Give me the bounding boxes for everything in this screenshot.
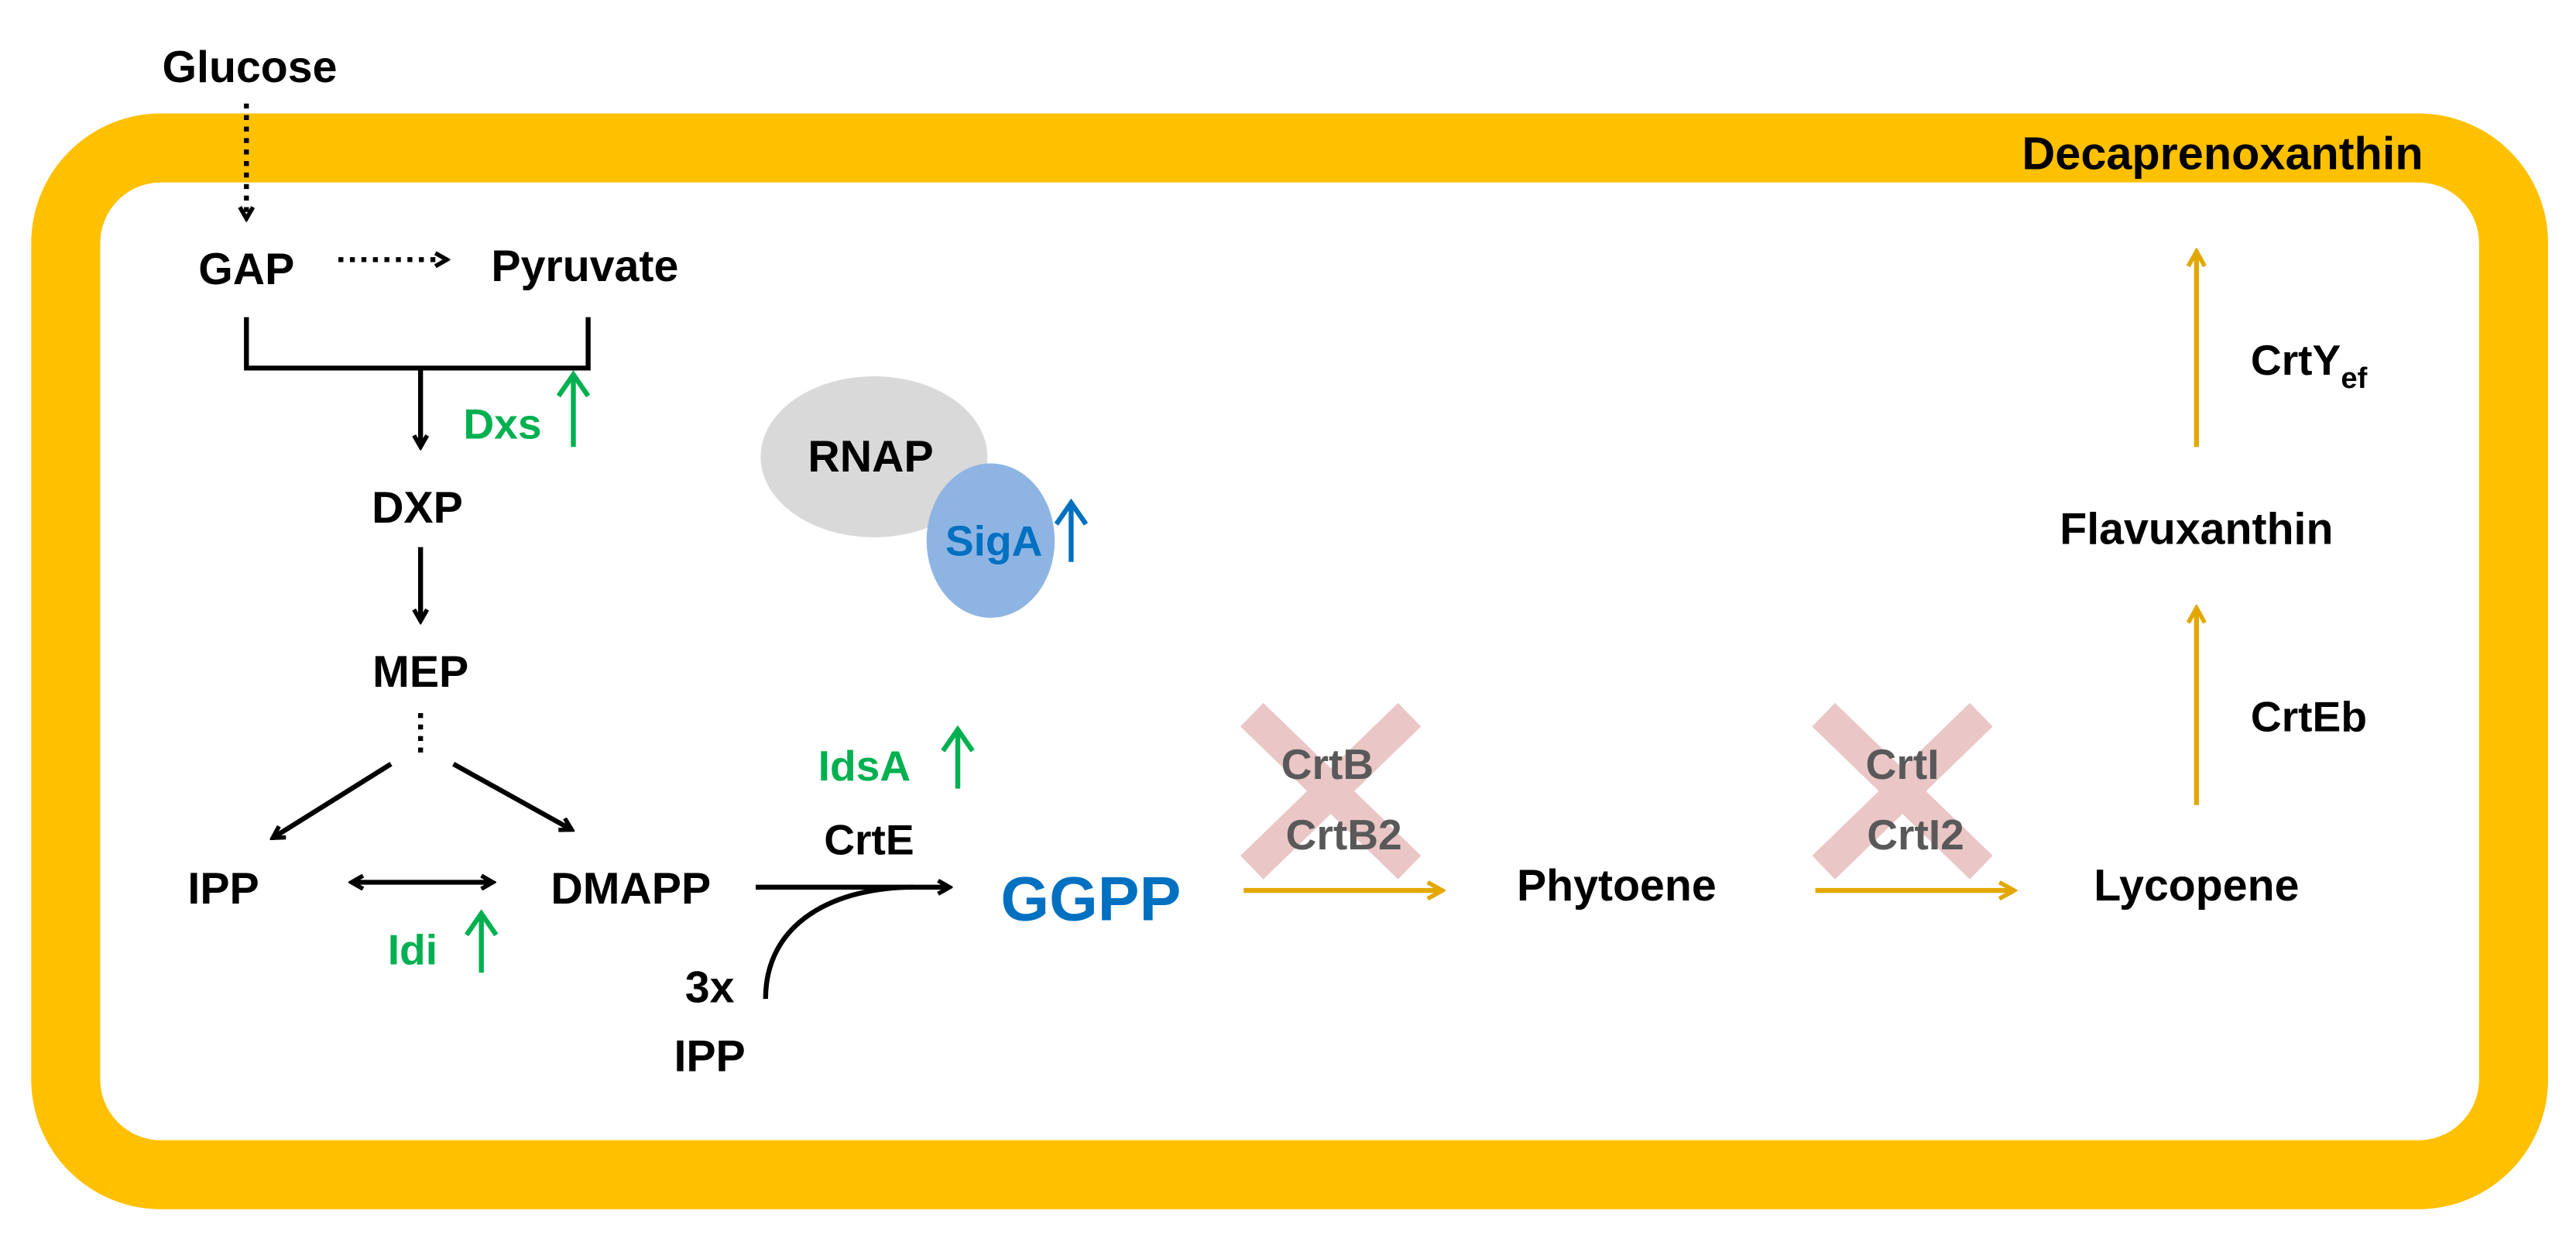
to-dmapp-arrow bbox=[452, 761, 572, 830]
crti-label: CrtI bbox=[1866, 740, 1940, 788]
gap-pyruvate-bracket bbox=[244, 317, 591, 371]
dmapp-label: DMAPP bbox=[551, 864, 711, 914]
siga-label: SigA bbox=[945, 516, 1043, 564]
pyruvate-label: Pyruvate bbox=[491, 242, 678, 291]
ipp-cosubstrate-label: IPP bbox=[674, 1032, 745, 1082]
idsa-up-arrowhead bbox=[941, 725, 975, 753]
cell-frame bbox=[31, 113, 2548, 1209]
crti2-label: CrtI2 bbox=[1867, 811, 1964, 859]
ipp-cosubstrate-curve bbox=[763, 884, 914, 1000]
crtb-deletion-cross bbox=[1240, 702, 1422, 880]
idsa-label: IdsA bbox=[818, 742, 911, 790]
crti-deletion-cross bbox=[1812, 702, 1993, 880]
siga-up-arrowhead bbox=[1054, 498, 1089, 526]
gap-label: GAP bbox=[198, 245, 294, 294]
dxs-up-arrowhead bbox=[556, 370, 591, 398]
phytoene-label: Phytoene bbox=[1517, 861, 1717, 911]
title-label: Decaprenoxanthin bbox=[2022, 128, 2423, 180]
dxs-label: Dxs bbox=[463, 400, 541, 448]
crte-label: CrtE bbox=[824, 815, 914, 863]
crty-label: CrtYef bbox=[2251, 336, 2368, 395]
ipp-count-label: 3x bbox=[685, 962, 735, 1012]
ggpp-label: GGPP bbox=[1000, 864, 1181, 934]
flavuxanthin-label: Flavuxanthin bbox=[2060, 504, 2333, 554]
crty-base-text: CrtY bbox=[2251, 336, 2341, 384]
crtb-label: CrtB bbox=[1281, 740, 1374, 788]
idi-label: Idi bbox=[388, 926, 437, 974]
to-ipp-arrow bbox=[273, 762, 393, 838]
crteb-label: CrtEb bbox=[2251, 692, 2367, 740]
ipp-label: IPP bbox=[187, 864, 259, 914]
dxp-label: DXP bbox=[372, 483, 463, 533]
idi-up-arrowhead bbox=[464, 909, 499, 937]
glucose-label: Glucose bbox=[163, 43, 338, 92]
siga-ellipse bbox=[926, 463, 1055, 618]
rnap-ellipse bbox=[760, 376, 988, 537]
lycopene-label: Lycopene bbox=[2094, 861, 2299, 911]
crty-subscript-text: ef bbox=[2341, 362, 2367, 395]
mep-label: MEP bbox=[372, 647, 468, 697]
rnap-label: RNAP bbox=[808, 432, 933, 482]
crtb2-label: CrtB2 bbox=[1286, 811, 1402, 859]
